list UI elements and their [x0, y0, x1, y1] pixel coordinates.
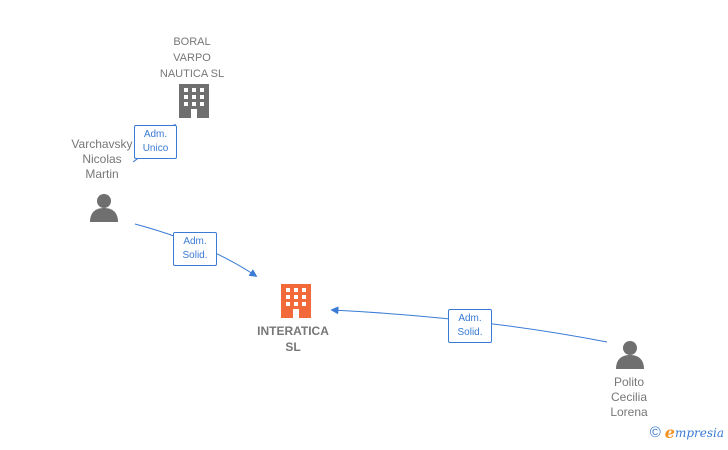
edge-label-line: Adm. [183, 236, 207, 247]
company-label-line: VARPO [173, 52, 211, 64]
brand-name: mpresia [674, 425, 724, 440]
edge-label-adm-unico[interactable]: Adm. Unico [134, 125, 177, 159]
edge-label-line: Solid. [182, 250, 208, 261]
edge-label-line: Adm. [458, 313, 482, 324]
person-label-varchavsky[interactable]: Varchavsky Nicolas Martin [47, 137, 157, 182]
company-label-boral[interactable]: BORAL VARPO NAUTICA SL [137, 34, 247, 82]
copyright-icon: © [649, 424, 661, 441]
person-label-line: Nicolas [82, 152, 122, 166]
person-label-line: Lorena [610, 405, 648, 419]
brand-initial: e [664, 423, 675, 442]
edge-label-line: Adm. [143, 129, 168, 140]
building-icon-main[interactable] [281, 284, 311, 318]
person-label-line: Martin [85, 167, 119, 181]
company-label-line: BORAL [173, 36, 211, 48]
edge-label-adm-solid[interactable]: Adm. Solid. [448, 309, 492, 343]
person-icon[interactable] [90, 194, 118, 222]
building-icon[interactable] [179, 84, 209, 118]
person-icon[interactable] [616, 341, 644, 369]
edge-label-adm-solid[interactable]: Adm. Solid. [173, 232, 217, 266]
company-label-interatica[interactable]: INTERATICA SL [238, 323, 348, 355]
edge-label-line: Unico [142, 143, 169, 154]
person-label-line: Cecilia [610, 390, 647, 404]
edge-label-line: Solid. [457, 327, 483, 338]
person-label-line: Varchavsky [71, 137, 133, 151]
brand-logo[interactable]: © e mpresia [650, 423, 724, 442]
company-label-line: INTERATICA [257, 324, 329, 338]
person-label-polito[interactable]: Polito Cecilia Lorena [574, 375, 684, 420]
company-label-line: SL [285, 340, 301, 354]
person-label-line: Polito [613, 375, 645, 389]
company-label-line: NAUTICA SL [159, 68, 225, 80]
